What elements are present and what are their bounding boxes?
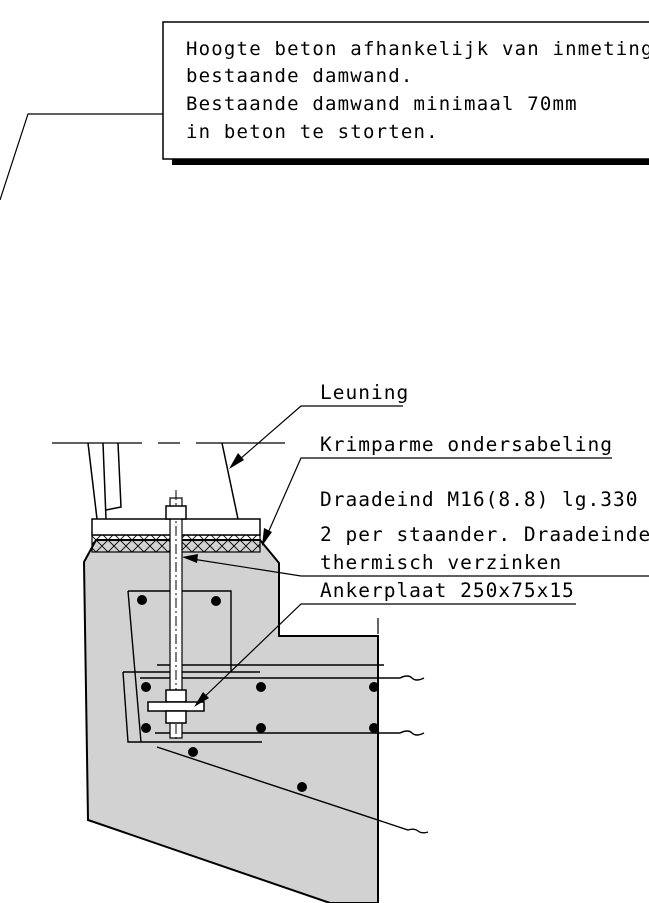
threaded-rod-assembly xyxy=(147,490,205,742)
rebar-dot xyxy=(297,782,307,792)
callout-draadeind-3: thermisch verzinken xyxy=(320,551,562,574)
concrete-body xyxy=(82,539,379,903)
railing-post xyxy=(52,442,285,520)
stirrup-lower xyxy=(122,671,262,743)
note-line-3: Bestaande damwand minimaal 70mm xyxy=(186,93,578,115)
note-line-2: bestaande damwand. xyxy=(186,65,414,87)
anchor-plate xyxy=(147,701,205,712)
note-box-frame xyxy=(162,21,649,160)
callout-draadeind-2: 2 per staander. Draadeinde xyxy=(320,523,649,546)
anchor-nut-top xyxy=(165,689,187,703)
rebar-dot xyxy=(256,682,266,692)
arrowhead-krimparme xyxy=(262,528,272,546)
arrowhead-ankerplaat xyxy=(194,692,209,707)
arrowhead-leuning xyxy=(229,453,244,469)
rebar-bar-2 xyxy=(140,675,425,681)
rebar-dots xyxy=(137,595,379,792)
rebar-bar-3 xyxy=(155,730,425,736)
callout-leuning: Leuning xyxy=(320,381,409,404)
callouts: Leuning Krimparme ondersabeling Draadein… xyxy=(182,381,649,707)
rebar-dot xyxy=(137,595,147,605)
rebar-dot xyxy=(141,682,151,692)
rebar-dot xyxy=(256,723,266,733)
anchor-nut-bottom xyxy=(165,710,187,724)
callout-ankerplaat: Ankerplaat 250x75x15 xyxy=(320,579,575,602)
top-nut xyxy=(165,505,187,520)
post-left-outer xyxy=(87,442,98,520)
rebar-dot xyxy=(141,723,151,733)
stirrup-upper xyxy=(127,590,232,743)
post-right-outer xyxy=(221,442,239,520)
rebar-bar-4 xyxy=(156,746,429,834)
arrowhead-draadeind xyxy=(182,554,198,563)
reinforcement xyxy=(122,590,429,834)
rebar-dot xyxy=(211,596,221,606)
rebar-dot xyxy=(369,682,379,692)
post-stiffener xyxy=(105,442,122,511)
leader-leuning xyxy=(231,405,403,467)
rebar-dot xyxy=(188,747,198,757)
leader-krimparme xyxy=(263,457,612,543)
leader-ankerplaat xyxy=(196,603,576,705)
leader-draadeind xyxy=(185,557,649,577)
post-left-inner xyxy=(102,442,107,520)
note-box: Hoogte beton afhankelijk van inmeting be… xyxy=(0,21,649,201)
note-box-shadow xyxy=(172,156,649,165)
callout-draadeind-1: Draadeind M16(8.8) lg.330 xyxy=(320,488,639,511)
note-line-4: in beton te storten. xyxy=(186,121,439,143)
rebar-dot xyxy=(369,723,379,733)
callout-krimparme: Krimparme ondersabeling xyxy=(320,433,613,456)
note-leader-line xyxy=(0,113,163,201)
note-line-1: Hoogte beton afhankelijk van inmeting xyxy=(186,38,649,60)
